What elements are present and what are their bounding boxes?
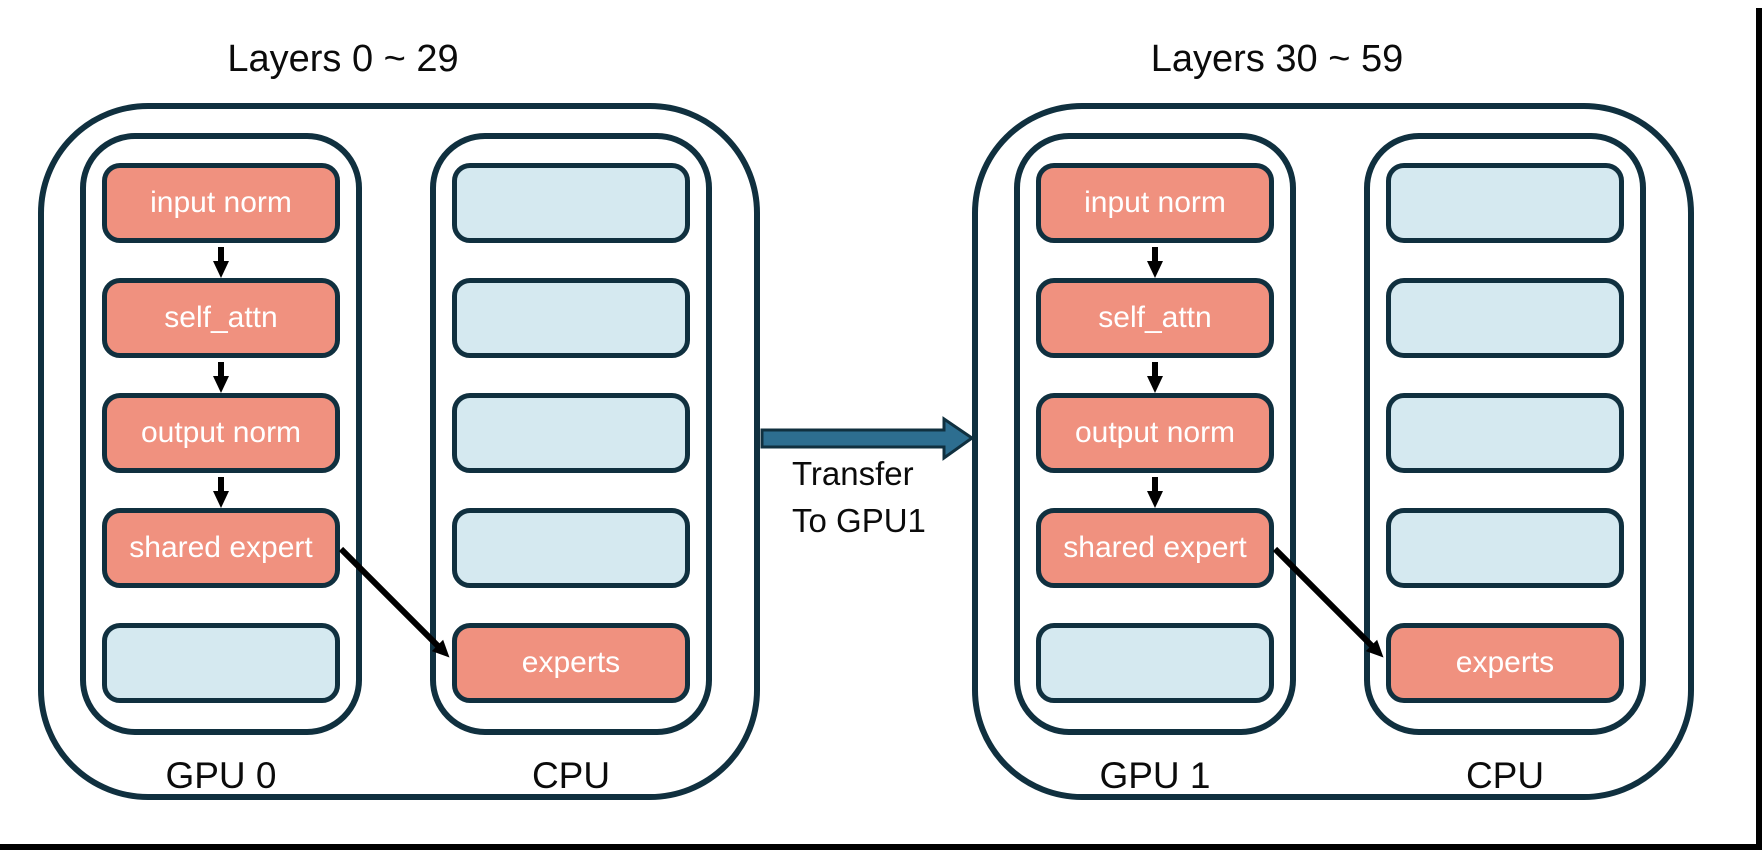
module-output-norm: output norm [102,393,340,473]
gpu1-label: GPU 1 [1099,755,1211,796]
window-edge-bottom [0,844,1762,850]
gpu1-column: input norm self_attn output norm shared … [1014,133,1296,735]
empty-slot [1036,623,1274,703]
module-input-norm: input norm [102,163,340,243]
transfer-caption-line1: Transfer [792,455,914,492]
transfer-caption-line2: To GPU1 [792,502,926,539]
module-output-norm: output norm [1036,393,1274,473]
layer-group-30-59: input norm self_attn output norm shared … [972,103,1694,800]
cpu-column-left: experts [430,133,712,735]
empty-slot [102,623,340,703]
empty-slot [452,163,690,243]
cpu-column-right: experts [1364,133,1646,735]
empty-slot [1386,508,1624,588]
module-shared-expert: shared expert [1036,508,1274,588]
module-experts: experts [452,623,690,703]
empty-slot [452,393,690,473]
gpu0-column: input norm self_attn output norm shared … [80,133,362,735]
module-self-attn: self_attn [1036,278,1274,358]
cpu-label-right: CPU [1465,755,1545,796]
group-title-layers-30-59: Layers 30 ~ 59 [1150,38,1404,80]
module-input-norm: input norm [1036,163,1274,243]
empty-slot [1386,393,1624,473]
empty-slot [1386,278,1624,358]
module-experts: experts [1386,623,1624,703]
empty-slot [452,508,690,588]
module-shared-expert: shared expert [102,508,340,588]
gpu0-label: GPU 0 [165,755,277,796]
transfer-caption: Transfer To GPU1 [792,450,926,544]
empty-slot [1386,163,1624,243]
window-edge-right [1756,8,1762,850]
module-self-attn: self_attn [102,278,340,358]
group-title-layers-0-29: Layers 0 ~ 29 [227,38,459,80]
cpu-label-left: CPU [531,755,611,796]
empty-slot [452,278,690,358]
layer-group-0-29: input norm self_attn output norm shared … [38,103,760,800]
